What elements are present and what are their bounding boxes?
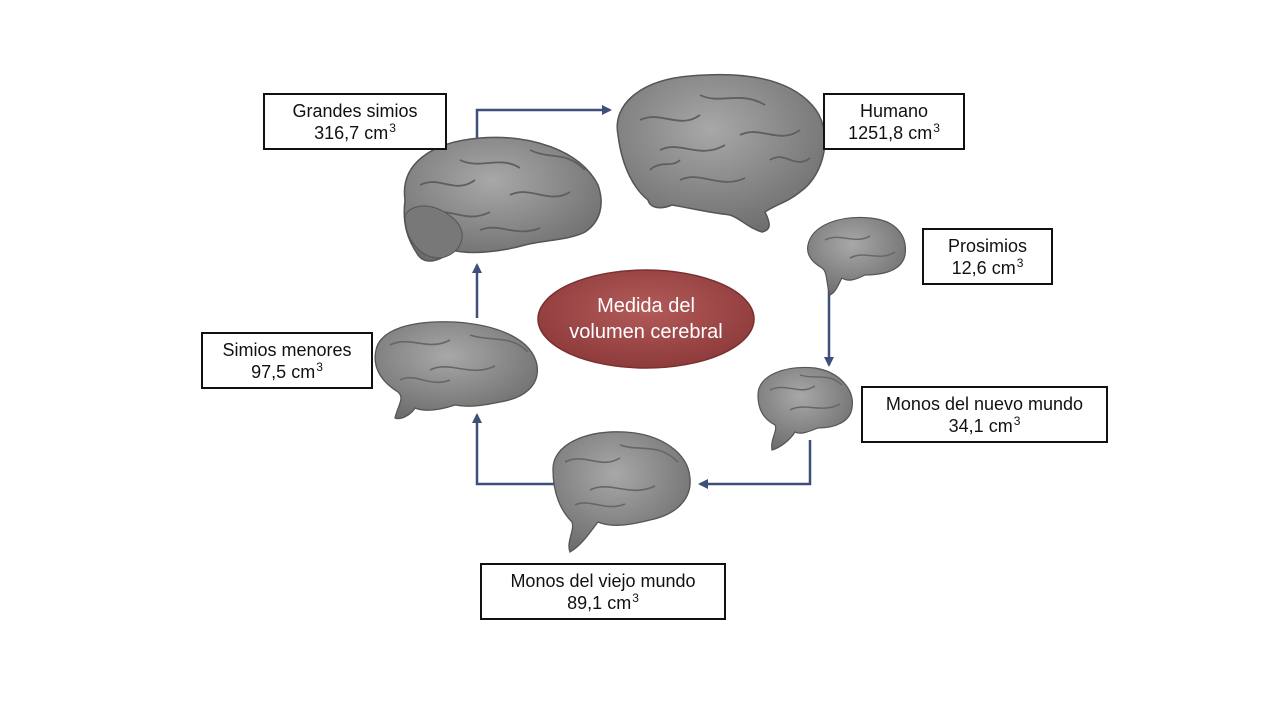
center-label-line2: volumen cerebral	[569, 321, 723, 343]
volume-unit: cm3	[991, 255, 1024, 278]
new-world-monkeys-brain-illustration	[757, 366, 853, 451]
center-label: Medida del volumen cerebral	[538, 270, 754, 368]
species-volume: 12,6 cm3	[952, 257, 1024, 279]
label-lesser-apes: Simios menores 97,5 cm3	[201, 332, 373, 389]
arrow-great-apes-to-human	[475, 105, 612, 140]
volume-unit: cm3	[364, 120, 396, 143]
arrow-old-world-to-lesser-apes	[472, 413, 555, 486]
species-name: Prosimios	[947, 235, 1027, 256]
center-label-line1: Medida del	[597, 295, 695, 317]
prosimians-brain-illustration	[807, 216, 907, 296]
species-volume: 316,7 cm3	[314, 122, 396, 144]
volume-unit: cm3	[908, 120, 940, 143]
volume-unit: cm3	[988, 413, 1021, 436]
great-apes-brain-illustration	[403, 136, 602, 262]
center-ellipse	[537, 269, 755, 369]
volume-value: 1251,8	[848, 122, 904, 143]
label-great-apes: Grandes simios 316,7 cm3	[263, 93, 447, 150]
species-name: Simios menores	[222, 339, 352, 360]
volume-unit: cm3	[607, 590, 639, 613]
label-new-world-monkeys: Monos del nuevo mundo 34,1 cm3	[861, 386, 1108, 443]
volume-value: 89,1	[567, 592, 603, 613]
lesser-apes-brain-illustration	[374, 321, 538, 420]
species-name: Humano	[859, 100, 929, 121]
volume-value: 34,1	[948, 415, 984, 436]
species-volume: 1251,8 cm3	[848, 122, 940, 144]
species-name: Monos del nuevo mundo	[885, 393, 1084, 414]
species-volume: 34,1 cm3	[949, 415, 1021, 437]
old-world-monkeys-brain-illustration	[552, 431, 691, 553]
volume-value: 12,6	[951, 257, 987, 278]
species-volume: 97,5 cm3	[251, 361, 323, 383]
arrow-new-world-to-old-world	[698, 440, 812, 489]
species-name: Grandes simios	[292, 100, 418, 121]
volume-unit: cm3	[291, 359, 323, 382]
species-volume: 89,1 cm3	[567, 592, 639, 614]
label-old-world-monkeys: Monos del viejo mundo 89,1 cm3	[480, 563, 726, 620]
species-name: Monos del viejo mundo	[510, 570, 696, 591]
label-prosimians: Prosimios 12,6 cm3	[922, 228, 1053, 285]
volume-value: 97,5	[251, 361, 287, 382]
volume-value: 316,7	[314, 122, 360, 143]
human-brain-illustration	[616, 73, 826, 233]
label-human: Humano 1251,8 cm3	[823, 93, 965, 150]
